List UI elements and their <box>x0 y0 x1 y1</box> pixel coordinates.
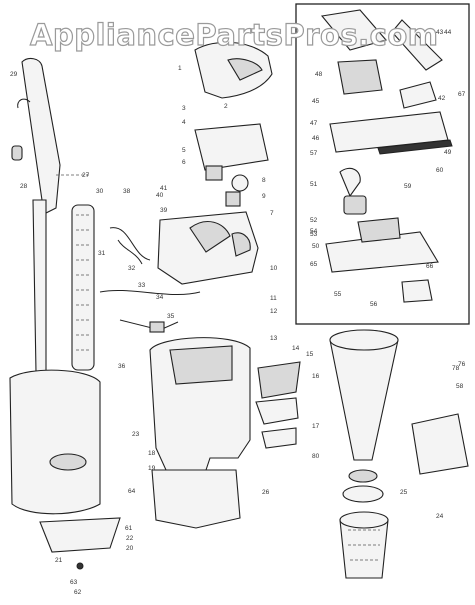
callout-1: 1 <box>178 65 182 72</box>
callout-19: 19 <box>148 465 156 472</box>
callout-45: 45 <box>312 98 320 105</box>
cyclone-filter <box>329 329 399 579</box>
callout-16: 16 <box>312 373 320 380</box>
hose-part <box>71 204 95 371</box>
callout-25: 25 <box>400 489 408 496</box>
callout-59: 59 <box>404 183 412 190</box>
manual-booklet <box>411 413 469 475</box>
callout-78: 78 <box>452 365 460 372</box>
callout-3: 3 <box>182 105 186 112</box>
callout-14: 14 <box>292 345 300 352</box>
nozzle-assembly <box>320 9 453 303</box>
main-body <box>149 337 301 529</box>
callout-55: 55 <box>334 291 342 298</box>
callout-18: 18 <box>148 450 156 457</box>
callout-57: 57 <box>310 150 318 157</box>
callout-2: 2 <box>224 103 228 110</box>
callout-15: 15 <box>306 351 314 358</box>
callout-42: 42 <box>438 95 446 102</box>
callout-49: 49 <box>444 149 452 156</box>
callout-43: 43 <box>436 29 444 36</box>
callout-76: 76 <box>458 361 466 368</box>
callout-28: 28 <box>20 183 28 190</box>
callout-40: 40 <box>156 192 164 199</box>
callout-20: 20 <box>126 545 134 552</box>
callout-11: 11 <box>270 295 277 302</box>
callout-80: 80 <box>312 453 320 460</box>
callout-41: 41 <box>160 185 168 192</box>
callout-33: 33 <box>138 282 146 289</box>
callout-32: 32 <box>128 265 136 272</box>
callout-36: 36 <box>118 363 126 370</box>
callout-9: 9 <box>262 193 266 200</box>
callout-44: 44 <box>444 29 452 36</box>
callout-58: 58 <box>456 383 464 390</box>
callout-50: 50 <box>312 243 320 250</box>
callout-8: 8 <box>262 177 266 184</box>
callout-13: 13 <box>270 335 278 342</box>
callout-21: 21 <box>55 557 63 564</box>
callout-34: 34 <box>156 294 164 301</box>
callout-4: 4 <box>182 119 186 126</box>
callout-47: 47 <box>310 120 318 127</box>
callout-62: 62 <box>74 589 82 596</box>
callout-53: 53 <box>310 231 318 238</box>
callout-64: 64 <box>128 488 136 495</box>
callout-60: 60 <box>436 167 444 174</box>
callout-layer: 1234567891011121314151617181920212223242… <box>10 29 466 596</box>
callout-39: 39 <box>160 207 168 214</box>
callout-24: 24 <box>436 513 444 520</box>
motor-housing <box>157 123 269 285</box>
callout-65: 65 <box>310 261 318 268</box>
top-cover <box>194 41 273 99</box>
inset-frame <box>295 3 470 325</box>
callout-56: 56 <box>370 301 378 308</box>
callout-22: 22 <box>126 535 134 542</box>
callout-61: 61 <box>125 525 133 532</box>
callout-52: 52 <box>310 217 318 224</box>
callout-30: 30 <box>96 188 104 195</box>
callout-54: 54 <box>310 228 318 235</box>
callout-46: 46 <box>312 135 320 142</box>
callout-31: 31 <box>98 250 106 257</box>
dirt-cup <box>9 369 121 570</box>
callout-35: 35 <box>167 313 175 320</box>
wiring-harness <box>99 227 201 333</box>
callout-5: 5 <box>182 147 186 154</box>
callout-66: 66 <box>426 263 434 270</box>
callout-10: 10 <box>270 265 278 272</box>
callout-23: 23 <box>132 431 140 438</box>
callout-7: 7 <box>270 210 274 217</box>
callout-17: 17 <box>312 423 320 430</box>
callout-6: 6 <box>182 159 186 166</box>
callout-38: 38 <box>123 188 131 195</box>
callout-29: 29 <box>10 71 18 78</box>
callout-63: 63 <box>70 579 78 586</box>
callout-26: 26 <box>262 489 270 496</box>
callout-12: 12 <box>270 308 278 315</box>
callout-51: 51 <box>310 181 318 188</box>
callout-48: 48 <box>315 71 323 78</box>
callout-67: 67 <box>458 91 466 98</box>
callout-27: 27 <box>82 172 90 179</box>
handle-assembly <box>11 57 90 373</box>
